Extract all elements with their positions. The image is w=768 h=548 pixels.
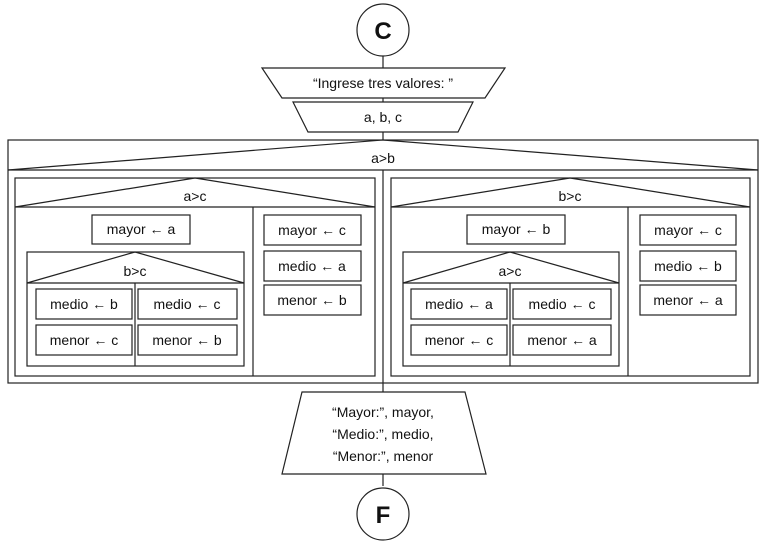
assign-text: mayor ← c — [654, 222, 722, 238]
left-decision: a>c — [14, 177, 376, 377]
output-display: “Mayor:”, mayor, “Medio:”, medio, “Menor… — [281, 391, 487, 475]
assign-text: medio ← b — [654, 258, 722, 274]
start-terminal: C — [356, 3, 410, 57]
assign-text: menor ← c — [50, 332, 118, 348]
assign-text: menor ← a — [527, 332, 596, 348]
left-true-assign: mayor ← a — [91, 214, 191, 245]
assign-text: mayor ← c — [278, 222, 346, 238]
left-inner-false: medio ← c menor ← b — [137, 288, 238, 356]
assign-text: medio ← c — [529, 296, 596, 312]
assign-text: mayor ← a — [107, 221, 176, 237]
right-inner-decision: a>c — [402, 251, 620, 367]
right-false-branch: mayor ← c medio ← b menor ← a — [639, 214, 737, 316]
assign-text: medio ← b — [50, 296, 118, 312]
right-true-assign: mayor ← b — [466, 214, 566, 245]
left-condition: a>c — [184, 188, 207, 204]
left-inner-true: medio ← b menor ← c — [35, 288, 133, 356]
left-false-branch: mayor ← c medio ← a menor ← b — [263, 214, 362, 316]
assign-text: menor ← b — [277, 292, 346, 308]
assign-text: menor ← b — [152, 332, 221, 348]
right-inner-condition: a>c — [499, 263, 522, 279]
prompt-display: “Ingrese tres valores: ” — [260, 67, 507, 99]
right-condition: b>c — [559, 188, 582, 204]
assign-text: menor ← a — [653, 292, 722, 308]
input-read: a, b, c — [292, 101, 474, 133]
output-line: “Medio:”, medio, — [332, 426, 433, 442]
assign-text: medio ← a — [425, 296, 493, 312]
right-decision: b>c — [390, 177, 751, 377]
start-label: C — [374, 18, 391, 45]
prompt-text: “Ingrese tres valores: ” — [313, 75, 453, 91]
assign-text: medio ← c — [154, 296, 221, 312]
outer-decision: a>b — [7, 139, 759, 384]
end-label: F — [376, 502, 391, 529]
assign-text: medio ← a — [278, 258, 346, 274]
input-text: a, b, c — [364, 109, 402, 125]
left-inner-condition: b>c — [124, 263, 147, 279]
assign-text: menor ← c — [425, 332, 493, 348]
end-terminal: F — [356, 487, 410, 541]
output-line: “Menor:”, menor — [333, 448, 434, 464]
outer-condition: a>b — [371, 150, 395, 166]
left-inner-decision: b>c — [26, 251, 245, 367]
assign-text: mayor ← b — [482, 221, 551, 237]
right-inner-true: medio ← a menor ← c — [410, 288, 508, 356]
right-inner-false: medio ← c menor ← a — [512, 288, 612, 356]
output-line: “Mayor:”, mayor, — [332, 404, 434, 420]
